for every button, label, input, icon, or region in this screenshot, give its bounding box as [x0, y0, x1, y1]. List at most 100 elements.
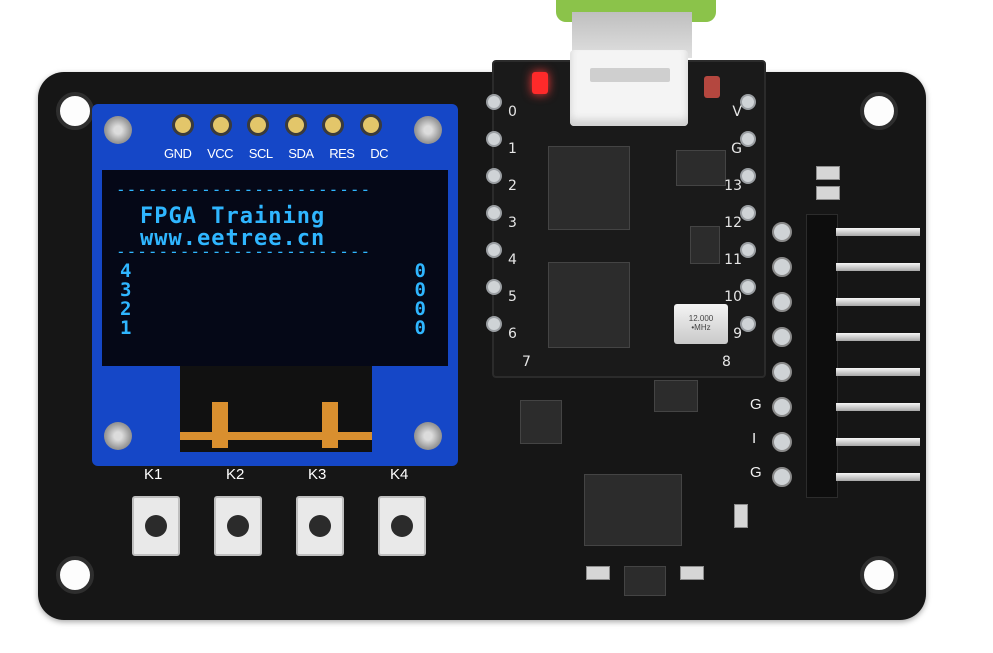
pin-pad [486, 316, 502, 332]
header-label: SDA [288, 146, 314, 161]
pin-pad [486, 279, 502, 295]
header-label: VCC [207, 146, 234, 161]
side-pin-label: I [752, 430, 757, 447]
transistor-ic [624, 566, 666, 596]
oled-row-value: 0 [414, 279, 426, 301]
oled-divider: ------------------------ [116, 180, 372, 199]
header-pin [836, 403, 920, 411]
module-right-labels: V G 13 12 11 10 9 [722, 94, 742, 353]
oled-row-key: 2 [120, 298, 132, 320]
smd-component [734, 504, 748, 528]
smd-component [816, 166, 840, 180]
header-pin-hole [359, 114, 382, 136]
power-led [532, 72, 548, 94]
header-pin-hole [322, 114, 345, 136]
pin-header-block [806, 214, 838, 498]
oled-divider: ------------------------ [116, 242, 372, 261]
pin-label: 12 [724, 215, 742, 231]
smd-component [816, 186, 840, 200]
side-pin-label: G [750, 396, 762, 413]
button-cap[interactable] [227, 515, 249, 537]
button-k2[interactable] [214, 496, 262, 556]
pin-pad [486, 168, 502, 184]
mounting-hole [860, 556, 898, 594]
button-label-k1: K1 [144, 466, 163, 483]
oled-line-url: www.eetree.cn [140, 226, 326, 251]
flex-tab [322, 402, 338, 448]
pin-pad [772, 222, 792, 242]
oled-row: 1 0 [120, 319, 426, 338]
fpga-chip [548, 262, 630, 348]
status-led [704, 76, 720, 98]
pin-label: G [731, 141, 742, 157]
oled-screen: ------------------------ FPGA Training w… [102, 170, 448, 366]
header-pin-hole [247, 114, 270, 136]
header-label: GND [164, 146, 192, 161]
header-pin [836, 473, 920, 481]
flex-tab [180, 432, 372, 440]
pin-label: V [732, 104, 742, 120]
header-label: DC [370, 146, 388, 161]
button-k3[interactable] [296, 496, 344, 556]
oled-row-key: 4 [120, 260, 132, 282]
regulator-chip [676, 150, 726, 186]
pin-label: 11 [724, 252, 742, 268]
pin-label: 5 [508, 289, 517, 305]
side-pin-label: G [750, 464, 762, 481]
module-right-pads [740, 94, 760, 353]
module-left-pads [486, 94, 506, 353]
module-left-labels: 0 1 2 3 4 5 6 [508, 94, 528, 353]
pin-pad [772, 467, 792, 487]
pin-label: 3 [508, 215, 517, 231]
oled-row-value: 0 [414, 317, 426, 339]
pin-pad [486, 131, 502, 147]
button-label-k3: K3 [308, 466, 327, 483]
pin-pad [740, 279, 756, 295]
oled-row-value: 0 [414, 260, 426, 282]
pin-label: 13 [724, 178, 742, 194]
screw [104, 422, 132, 450]
side-pads [772, 222, 796, 487]
pin-pad [772, 257, 792, 277]
pin-label: 8 [722, 354, 731, 370]
button-k4[interactable] [378, 496, 426, 556]
header-pin [836, 263, 920, 271]
pin-pad [486, 242, 502, 258]
header-pin-hole [284, 114, 307, 136]
pin-pad [740, 242, 756, 258]
oled-header-pins [172, 114, 382, 136]
button-k1[interactable] [132, 496, 180, 556]
pin-label: 6 [508, 326, 517, 342]
transistor-ic [520, 400, 562, 444]
usb-slot [590, 68, 670, 82]
small-ic [690, 226, 720, 264]
pin-pad [740, 168, 756, 184]
pin-label: 0 [508, 104, 517, 120]
flash-chip [548, 146, 630, 230]
oled-counter-rows: 4 0 3 0 2 0 1 0 [120, 262, 426, 338]
driver-ic [584, 474, 682, 546]
header-pin [836, 228, 920, 236]
transistor-ic [654, 380, 698, 412]
header-pin [836, 368, 920, 376]
pin-label: 7 [522, 354, 531, 370]
pin-pad [486, 205, 502, 221]
mounting-hole [860, 92, 898, 130]
button-cap[interactable] [309, 515, 331, 537]
screw [104, 116, 132, 144]
screw [414, 422, 442, 450]
crystal-freq: 12.000 [688, 314, 714, 323]
button-cap[interactable] [145, 515, 167, 537]
button-cap[interactable] [391, 515, 413, 537]
header-pin-hole [209, 114, 232, 136]
header-label: SCL [248, 146, 273, 161]
oled-row-key: 1 [120, 317, 132, 339]
pin-label: 9 [733, 326, 742, 342]
pin-label: 4 [508, 252, 517, 268]
pin-pad [486, 94, 502, 110]
button-label-k4: K4 [390, 466, 409, 483]
mounting-hole [56, 556, 94, 594]
header-label: RES [329, 146, 355, 161]
oled-line-title: FPGA Training [140, 204, 326, 229]
oled-row: 2 0 [120, 300, 426, 319]
